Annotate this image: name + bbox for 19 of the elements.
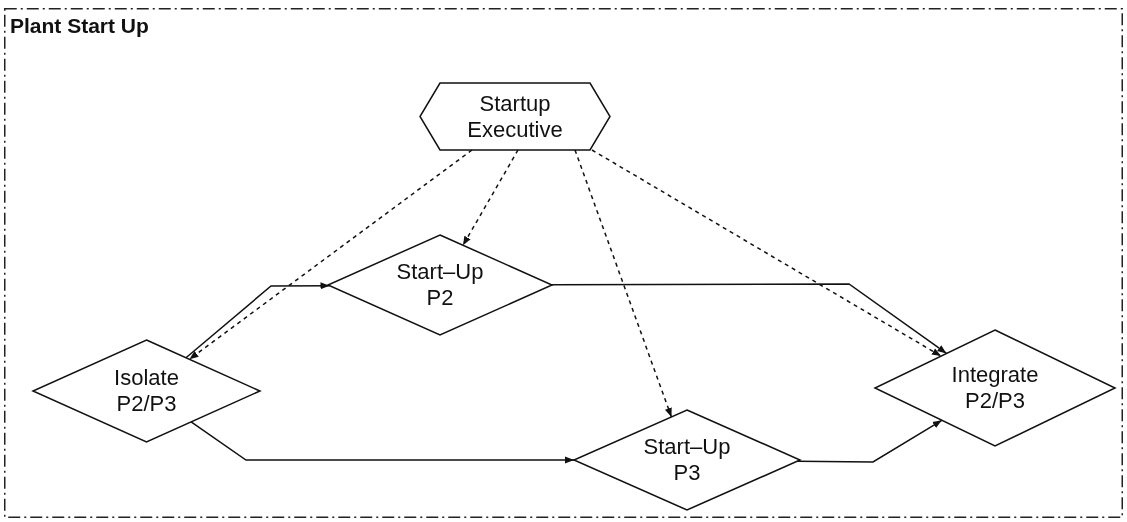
arrow	[190, 421, 575, 464]
arrow	[550, 283, 948, 355]
decision-diamond	[33, 340, 260, 442]
node-label: Start–Up P3	[642, 434, 732, 486]
node-label: Start–Up P2	[395, 259, 485, 311]
node-label: Isolate P2/P3	[113, 365, 180, 417]
node-label: Startup Executive	[466, 90, 564, 143]
arrow	[188, 149, 473, 361]
arrow	[574, 149, 673, 418]
arrow	[591, 149, 942, 357]
hexagon-node	[420, 83, 610, 150]
node-label: Integrate P2/P3	[950, 362, 1040, 414]
decision-diamond	[875, 330, 1115, 446]
decision-diamond	[574, 410, 800, 510]
frame-heading: Plant Start Up	[10, 14, 149, 38]
group-frame	[4, 8, 1123, 518]
arrow	[462, 149, 519, 247]
decision-diamond	[328, 235, 552, 335]
arrow	[185, 282, 331, 359]
